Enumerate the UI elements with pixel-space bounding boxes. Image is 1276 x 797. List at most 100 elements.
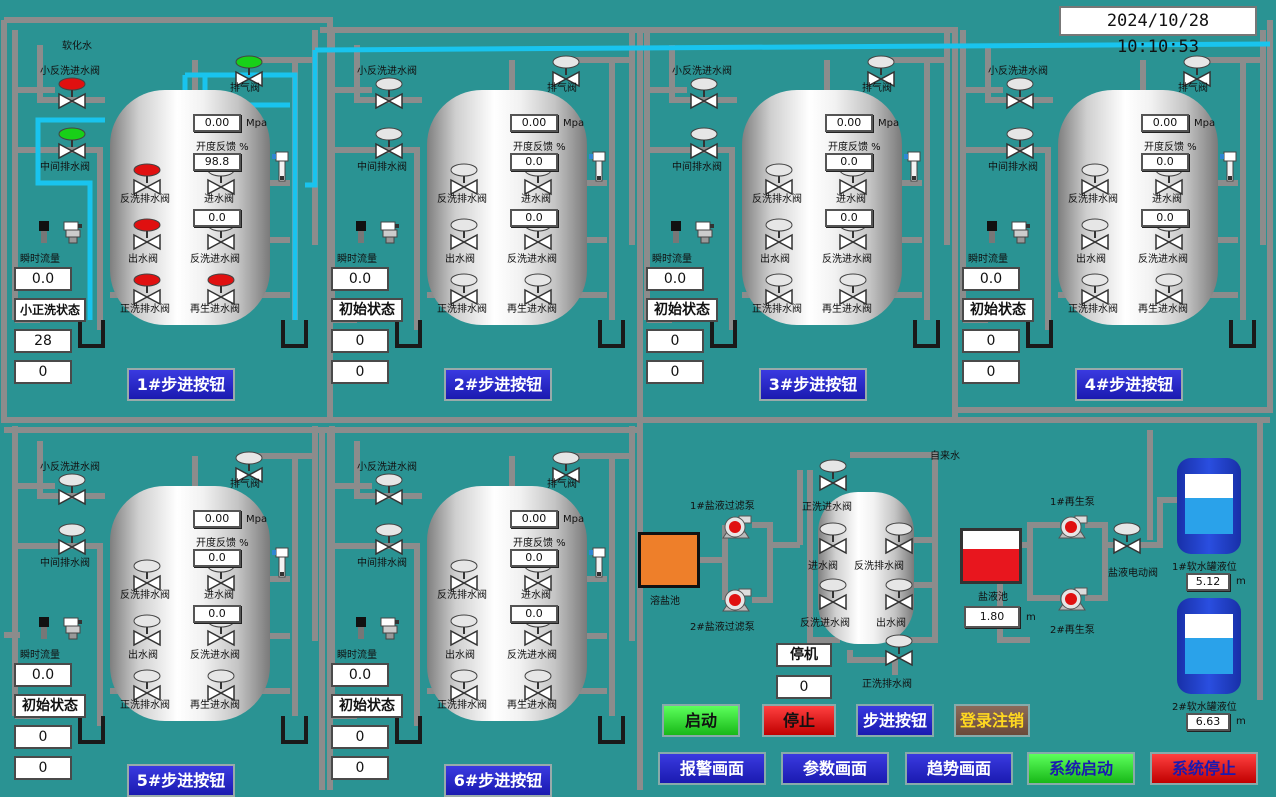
middle-drain-valve[interactable] (374, 523, 404, 557)
small-backwash-in-valve[interactable] (57, 473, 87, 507)
outlet-valve[interactable] (449, 614, 479, 648)
exhaust-valve[interactable] (234, 451, 264, 485)
forward-drain-valve[interactable] (449, 273, 479, 307)
system-stop-button[interactable]: 系统停止 (1150, 752, 1258, 785)
outlet-valve[interactable] (764, 218, 794, 252)
start-button[interactable]: 启动 (662, 704, 740, 737)
flow-display: 0.0 (331, 663, 389, 687)
regen-pump1-icon[interactable] (1055, 512, 1091, 542)
filter-unit-6: 小反洗进水阀中间排水阀排气阀反洗排水阀进水阀出水阀反洗进水阀正洗排水阀再生进水阀… (317, 396, 633, 797)
forward-drain-valve[interactable] (132, 273, 162, 307)
stop-button[interactable]: 停止 (762, 704, 836, 737)
filter-pump2-icon[interactable] (719, 585, 755, 615)
brine-forward-in-valve[interactable] (818, 459, 848, 493)
pressure-unit: Mpa (246, 514, 268, 525)
backwash-drain-valve[interactable] (132, 559, 162, 593)
brine-backwash-drain-valve[interactable] (884, 522, 914, 556)
regen-in-valve[interactable] (206, 669, 236, 703)
forward-drain-valve[interactable] (1080, 273, 1110, 307)
salt-pool (638, 532, 700, 588)
flow-sensor-icon (354, 219, 376, 245)
trend-screen-button[interactable]: 趋势画面 (905, 752, 1013, 785)
small-backwash-in-valve[interactable] (689, 77, 719, 111)
outlet-valve[interactable] (1080, 218, 1110, 252)
regen-in-valve[interactable] (523, 273, 553, 307)
forward-drain-valve[interactable] (764, 273, 794, 307)
step-button-6[interactable]: 6#步进按钮 (444, 764, 552, 797)
outlet-valve[interactable] (132, 218, 162, 252)
backwash-drain-valve[interactable] (449, 163, 479, 197)
small-backwash-in-valve[interactable] (1005, 77, 1035, 111)
filter-pump1-icon[interactable] (719, 512, 755, 542)
params-screen-button[interactable]: 参数画面 (781, 752, 889, 785)
backwash-drain-valve[interactable] (449, 559, 479, 593)
regen-pump2-icon[interactable] (1055, 584, 1091, 614)
brine-outlet-valve[interactable] (884, 578, 914, 612)
count1-display: 0 (962, 329, 1020, 353)
outlet-valve[interactable] (449, 218, 479, 252)
brine-inlet-valve[interactable] (818, 522, 848, 556)
opening-feedback-label: 开度反馈 % (1144, 142, 1197, 153)
tap-water-label: 自来水 (930, 451, 960, 462)
backwash-drain-label: 反洗排水阀 (1068, 194, 1118, 205)
pressure-gauge-icon (272, 546, 294, 578)
small-backwash-in-valve[interactable] (374, 77, 404, 111)
regen-in-valve[interactable] (1154, 273, 1184, 307)
middle-drain-label: 中间排水阀 (988, 162, 1038, 173)
backwash-drain-label: 反洗排水阀 (437, 194, 487, 205)
backwash-in-label: 反洗进水阀 (822, 254, 872, 265)
filter-tank (1058, 90, 1218, 325)
flow-meter-icon (62, 219, 84, 245)
middle-drain-valve[interactable] (57, 127, 87, 161)
exhaust-valve[interactable] (1182, 55, 1212, 89)
count2-display: 0 (962, 360, 1020, 384)
filter-tank (110, 486, 270, 721)
backwash-in-label: 反洗进水阀 (507, 650, 557, 661)
middle-drain-valve[interactable] (374, 127, 404, 161)
backwash-drain-valve[interactable] (1080, 163, 1110, 197)
exhaust-valve[interactable] (551, 55, 581, 89)
soft-tank2 (1177, 598, 1241, 694)
regen-in-label: 再生进水阀 (190, 304, 240, 315)
count2-display: 0 (14, 756, 72, 780)
exhaust-valve[interactable] (866, 55, 896, 89)
inlet-label: 进水阀 (836, 194, 866, 205)
brine-forward-drain-valve[interactable] (884, 634, 914, 668)
exhaust-label: 排气阀 (230, 479, 260, 490)
logout-button[interactable]: 登录注销 (954, 704, 1030, 737)
regen-in-valve[interactable] (523, 669, 553, 703)
step-button[interactable]: 步进按钮 (856, 704, 934, 737)
step-button-4[interactable]: 4#步进按钮 (1075, 368, 1183, 401)
pressure-display: 0.00 (510, 510, 558, 528)
exhaust-valve[interactable] (234, 55, 264, 89)
small-backwash-in-valve[interactable] (57, 77, 87, 111)
outlet-valve[interactable] (132, 614, 162, 648)
middle-drain-valve[interactable] (689, 127, 719, 161)
flow-sensor-icon (354, 615, 376, 641)
pressure-display: 0.00 (825, 114, 873, 132)
regen-in-valve[interactable] (838, 273, 868, 307)
backwash-drain-valve[interactable] (764, 163, 794, 197)
opening-feedback-display: 0.0 (510, 153, 558, 171)
step-button-2[interactable]: 2#步进按钮 (444, 368, 552, 401)
alarm-screen-button[interactable]: 报警画面 (658, 752, 766, 785)
small-backwash-in-valve[interactable] (374, 473, 404, 507)
regen-in-valve[interactable] (206, 273, 236, 307)
step-button-5[interactable]: 5#步进按钮 (127, 764, 235, 797)
flow-label: 瞬时流量 (20, 254, 60, 265)
brine-outlet-label: 出水阀 (876, 618, 906, 629)
middle-drain-valve[interactable] (1005, 127, 1035, 161)
small-backwash-in-label: 小反洗进水阀 (672, 66, 732, 77)
brine-backwash-in-valve[interactable] (818, 578, 848, 612)
forward-drain-valve[interactable] (449, 669, 479, 703)
exhaust-valve[interactable] (551, 451, 581, 485)
step-button-3[interactable]: 3#步进按钮 (759, 368, 867, 401)
brine-electric-valve[interactable] (1112, 522, 1142, 556)
system-start-button[interactable]: 系统启动 (1027, 752, 1135, 785)
backwash-drain-label: 反洗排水阀 (120, 590, 170, 601)
middle-drain-valve[interactable] (57, 523, 87, 557)
backwash-drain-valve[interactable] (132, 163, 162, 197)
forward-drain-valve[interactable] (132, 669, 162, 703)
state-display: 初始状态 (646, 298, 718, 322)
step-button-1[interactable]: 1#步进按钮 (127, 368, 235, 401)
